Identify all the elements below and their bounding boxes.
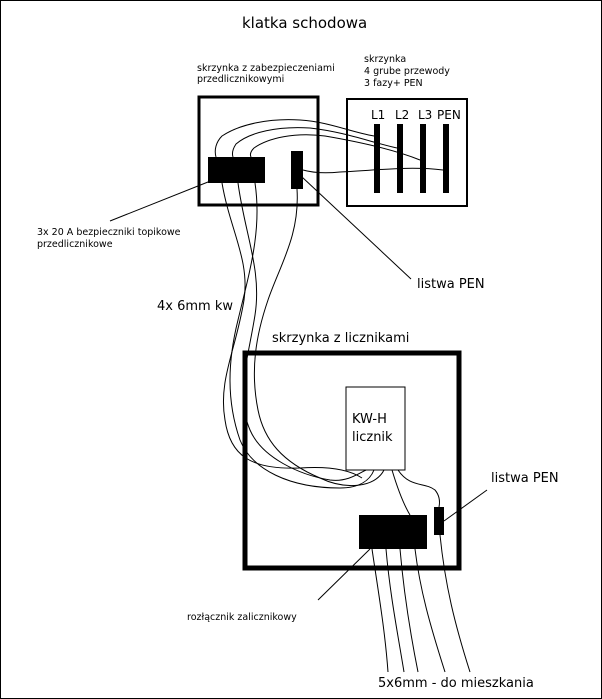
- supply-box-label-line1: skrzynka: [364, 54, 406, 65]
- bar-l1: [374, 124, 380, 193]
- disconnector-pointer: [317, 548, 371, 601]
- bar-label-l2: L2: [395, 108, 409, 122]
- supply-box: [346, 98, 468, 207]
- wire-l1: [214, 119, 375, 158]
- wire-l3: [249, 134, 421, 161]
- meter-box-label: skrzynka z licznikami: [272, 331, 409, 346]
- supply-box-label-line2: 4 grube przewody: [364, 66, 450, 77]
- bar-label-l3: L3: [418, 108, 432, 122]
- riser-wire-1: [221, 182, 363, 479]
- riser-wire-pen: [253, 188, 385, 487]
- meter-out-wire-pen: [397, 469, 440, 508]
- bar-l2: [397, 124, 403, 193]
- wire-l2: [231, 127, 398, 158]
- out-wire-3: [399, 548, 419, 673]
- bar-label-l1: L1: [371, 108, 385, 122]
- out-wire-4: [414, 548, 446, 673]
- fuses-note-line1: 3x 20 A bezpieczniki topikowe: [37, 227, 181, 238]
- pen-strip-top-pointer: [301, 176, 412, 280]
- disconnector-label: rozłącznik zalicznikowy: [187, 612, 297, 623]
- fuse-box-label-line1: skrzynka z zabezpieczeniami: [197, 63, 335, 74]
- bar-label-pen: PEN: [437, 108, 461, 122]
- out-wire-pen: [439, 534, 471, 673]
- kwh-meter-label-line2: licznik: [352, 430, 393, 445]
- kwh-meter-label-line1: KW-H: [352, 412, 387, 427]
- out-wire-1: [371, 548, 389, 673]
- fuse-block: [208, 157, 265, 183]
- fuse-box-label-line2: przedlicznikowymi: [197, 74, 284, 85]
- meter-box: [242, 350, 462, 571]
- pen-strip-bottom-pointer: [443, 489, 488, 522]
- bar-pen: [443, 124, 449, 193]
- pen-strip-top-label: listwa PEN: [417, 277, 485, 292]
- riser-cable-label: 4x 6mm kw: [157, 299, 233, 314]
- fuses-pointer: [109, 179, 214, 222]
- outgoing-cable-label: 5x6mm - do mieszkania: [378, 676, 534, 691]
- riser-wire-3: [229, 182, 375, 489]
- supply-box-label-line3: 3 fazy+ PEN: [364, 78, 423, 89]
- fuse-box: [197, 95, 320, 207]
- wire-pen: [302, 167, 444, 174]
- meter-out-wire-1: [391, 469, 411, 516]
- fuses-note-line2: przedlicznikowe: [37, 239, 113, 250]
- pen-strip-bottom-block: [434, 507, 444, 535]
- disconnector-block: [359, 515, 427, 549]
- pen-strip-bottom-label: listwa PEN: [491, 471, 559, 486]
- bar-l3: [420, 124, 426, 193]
- pen-strip-top-block: [291, 151, 303, 189]
- diagram-title: klatka schodowa: [242, 14, 367, 32]
- out-wire-2: [385, 548, 405, 673]
- kwh-meter: [345, 386, 406, 471]
